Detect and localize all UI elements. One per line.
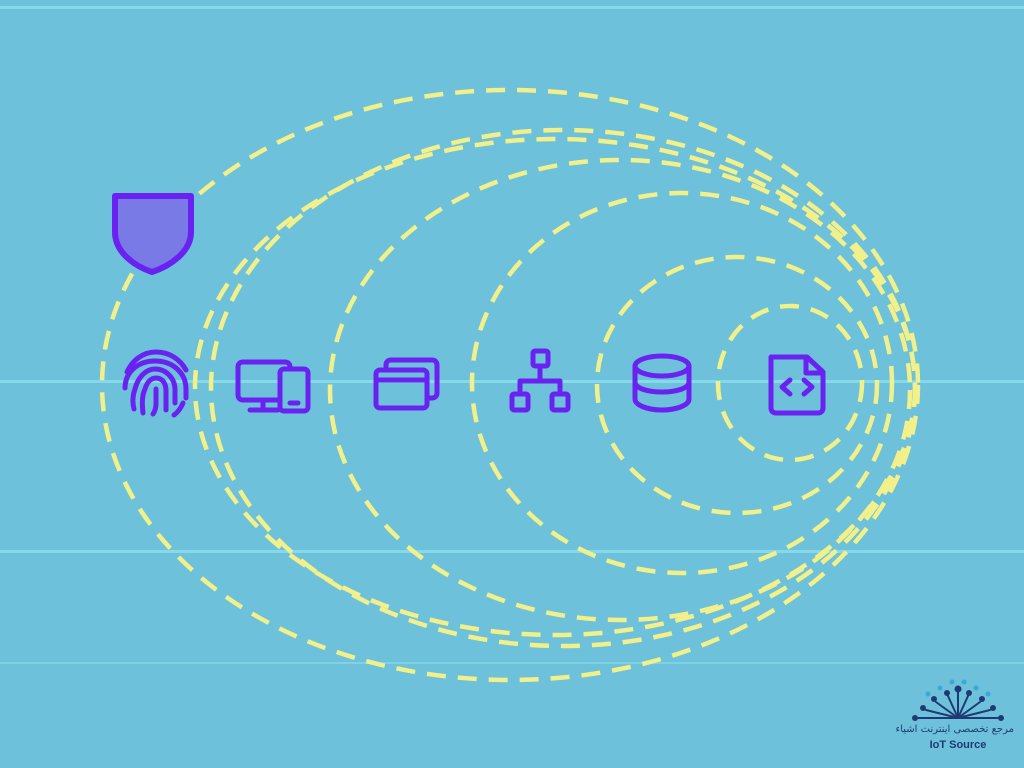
windows-icon [373, 357, 440, 411]
devices-icon [235, 359, 311, 414]
dashed-rings [99, 87, 921, 683]
brand-tagline: مرجع تخصصی اینترنت اشیاء [895, 724, 1014, 735]
ring-layer-4 [469, 190, 895, 576]
scanline [0, 550, 1024, 553]
fingerprint-icon [122, 349, 189, 418]
ring-layer-2 [208, 127, 918, 649]
brand-watermark: مرجع تخصصی اینترنت اشیاء IoT Source [895, 678, 1014, 762]
iot-source-logo-icon [912, 679, 1004, 721]
ring-layer-3 [327, 157, 913, 623]
hierarchy-icon [509, 348, 571, 413]
ring-layer-6 [715, 303, 865, 463]
scanline [0, 380, 1024, 383]
scanline [0, 662, 1024, 664]
database-icon [632, 353, 692, 413]
ring-layer-5 [594, 254, 880, 516]
ring-layer-1 [99, 87, 921, 683]
shield-icon [112, 193, 194, 275]
brand-name: IoT Source [929, 739, 987, 751]
code-file-icon [768, 354, 826, 416]
scanline [0, 6, 1024, 9]
